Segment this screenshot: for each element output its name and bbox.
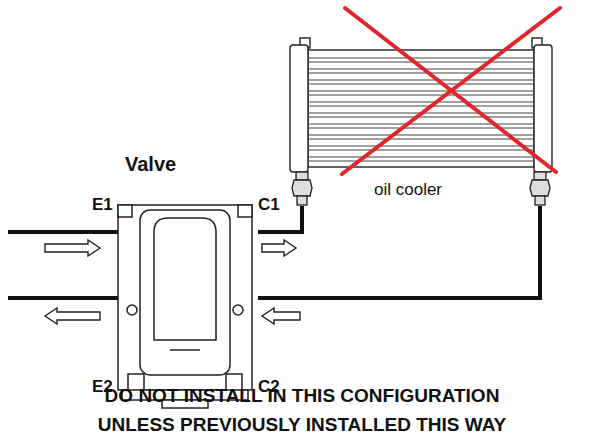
valve-box: Valve	[112, 150, 258, 400]
cooler-tubes	[308, 58, 534, 161]
node-label: Valve	[125, 153, 176, 176]
port-label: C1	[258, 195, 280, 215]
hose-fittings	[292, 172, 550, 205]
oil-cooler-box: oil cooler	[286, 38, 556, 206]
red-cross	[342, 8, 560, 174]
hose-line	[258, 206, 540, 298]
valve-body	[118, 205, 252, 408]
pipe-lines	[8, 232, 120, 298]
node-label: oil cooler	[374, 180, 442, 200]
warning-caption: DO NOT INSTALL IN THIS CONFIGURATION UNL…	[82, 381, 522, 439]
oil-cooler-body	[290, 38, 552, 172]
port-label: E1	[92, 195, 113, 215]
